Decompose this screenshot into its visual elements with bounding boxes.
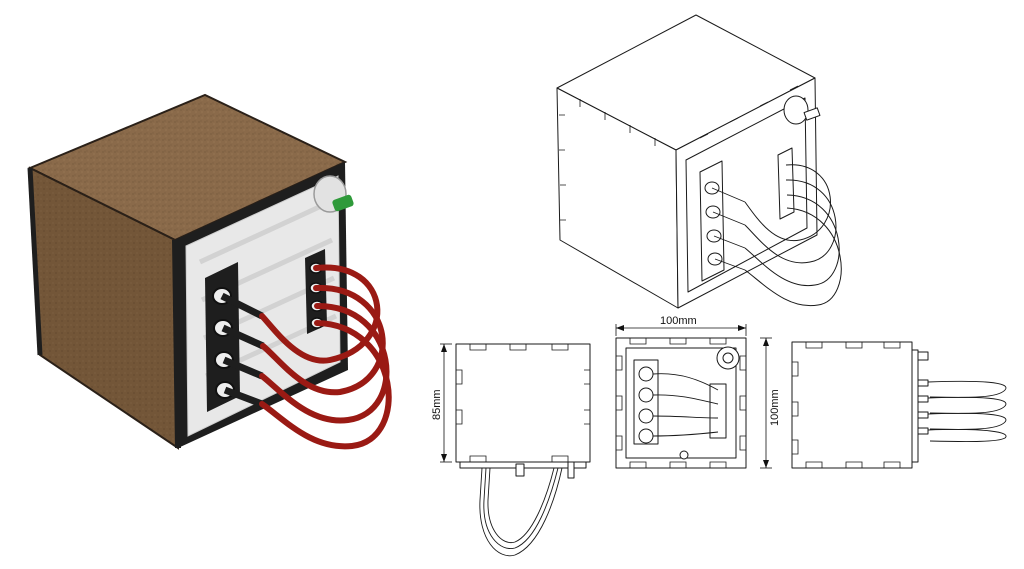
right-view-body bbox=[791, 341, 913, 469]
front-view: 100mm 100mm bbox=[615, 315, 781, 469]
render-plate-fins bbox=[198, 199, 338, 379]
iso-finger-joints bbox=[559, 85, 799, 221]
front-view-connector-rail bbox=[709, 383, 727, 439]
right-view-tubes bbox=[927, 380, 1007, 443]
rendered-enclosure bbox=[27, 93, 392, 450]
side-view-fitting bbox=[515, 463, 525, 477]
front-height-label: 100mm bbox=[769, 389, 781, 426]
render-tubes bbox=[259, 264, 392, 450]
isometric-drawing bbox=[556, 14, 842, 309]
dim-front-width: 100mm bbox=[615, 315, 747, 336]
dim-front-height: 100mm bbox=[760, 337, 781, 469]
side-view-body bbox=[455, 343, 591, 463]
front-width-label: 100mm bbox=[660, 315, 697, 327]
dim-side-height: 85mm bbox=[431, 343, 452, 463]
render-knob bbox=[313, 175, 354, 213]
right-view-joints bbox=[792, 342, 901, 468]
right-view-connectors bbox=[917, 379, 929, 435]
front-view-hole bbox=[679, 450, 689, 460]
right-view bbox=[791, 341, 1007, 469]
render-back-edge bbox=[27, 167, 43, 356]
front-view-knob bbox=[716, 346, 740, 370]
iso-knob bbox=[783, 95, 821, 125]
right-view-panel bbox=[911, 349, 919, 463]
front-view-tubes bbox=[652, 373, 719, 437]
iso-connector-rail bbox=[777, 147, 795, 220]
side-view-tubes bbox=[479, 467, 563, 557]
side-view-knob bbox=[567, 461, 575, 479]
side-view-joints bbox=[456, 344, 591, 462]
iso-connectors bbox=[704, 181, 746, 271]
front-view-joints bbox=[616, 338, 746, 468]
side-view: 85mm bbox=[431, 343, 591, 557]
iso-tubes bbox=[744, 164, 842, 307]
right-view-knob bbox=[917, 351, 929, 361]
side-height-label: 85mm bbox=[431, 389, 443, 420]
